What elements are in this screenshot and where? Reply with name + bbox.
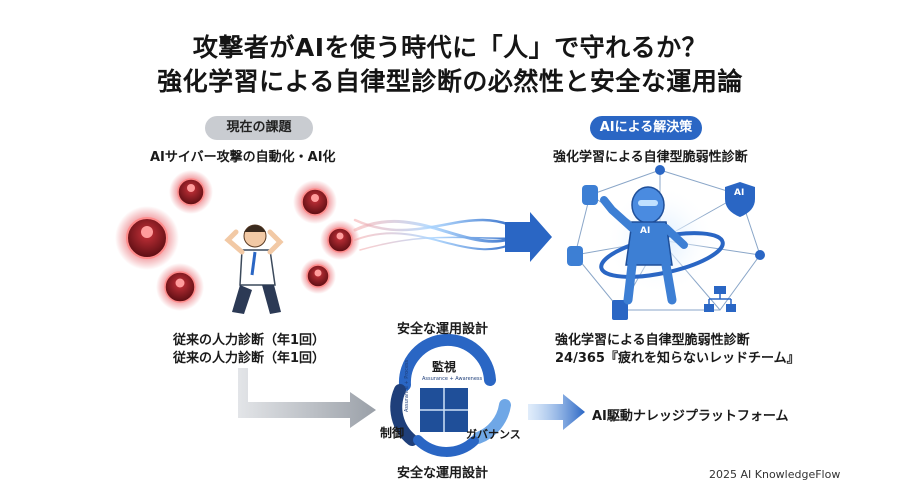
title-line-2: 強化学習による自律型診断の必然性と安全な運用論 [157,67,743,96]
ai-solution-pill: AIによる解決策 [590,116,702,140]
left-caption-1: 従来の人力診断（年1回） [173,333,326,348]
governance-rings [390,333,511,457]
server-icon [612,300,628,320]
shield-icon [725,182,755,217]
left-caption-2: 従来の人力診断（年1回） [173,351,326,366]
ring-label-control: 制御 [380,426,405,440]
right-caption-2: 24/365『疲れを知らないレッドチーム』 [555,351,800,366]
org-chart-icon [704,286,736,312]
database-icon [582,185,598,205]
ring-small-label-top: Assurance + Awareness [422,376,483,382]
robot-badge: AI [640,226,651,236]
gray-flow-arrow-icon [238,368,376,428]
threat-orbs [115,170,360,311]
left-subtitle: AIサイバー攻撃の自動化・AI化 [150,150,336,165]
safe-design-bottom-label: 安全な運用設計 [397,466,489,481]
ring-center-grid [420,388,468,432]
threat-orb-icon [293,180,337,224]
current-issue-pill: 現在の課題 [205,116,313,140]
network-nodes [567,165,765,320]
footer-credit: 2025 AI KnowledgeFlow [709,468,841,481]
threat-orb-icon [300,258,336,294]
platform-label: AI駆動ナレッジプラットフォーム [592,409,789,424]
threat-orb-icon [156,263,204,311]
ring-label-monitor: 監視 [432,360,457,374]
transition-flow [353,218,522,251]
ai-robot-icon [599,185,725,305]
ring-small-label-left: Assurance + Process [404,359,410,412]
threat-orb-icon [115,206,179,270]
right-caption-1: 強化学習による自律型脆弱性診断 [555,333,750,348]
threat-orb-icon [169,170,213,214]
shield-badge: AI [734,188,745,198]
title-line-1: 攻撃者がAIを使う時代に「人」で守れるか？ [192,33,708,62]
database-icon [567,246,583,266]
right-subtitle: 強化学習による自律型脆弱性診断 [553,150,748,165]
ring-label-governance: ガバナンス [466,428,521,441]
transition-arrow-icon [505,212,552,262]
threat-orb-icon [320,220,360,260]
safe-design-top-label: 安全な運用設計 [397,322,489,337]
platform-arrow-icon [528,394,585,430]
stressed-analyst-icon [224,224,284,314]
